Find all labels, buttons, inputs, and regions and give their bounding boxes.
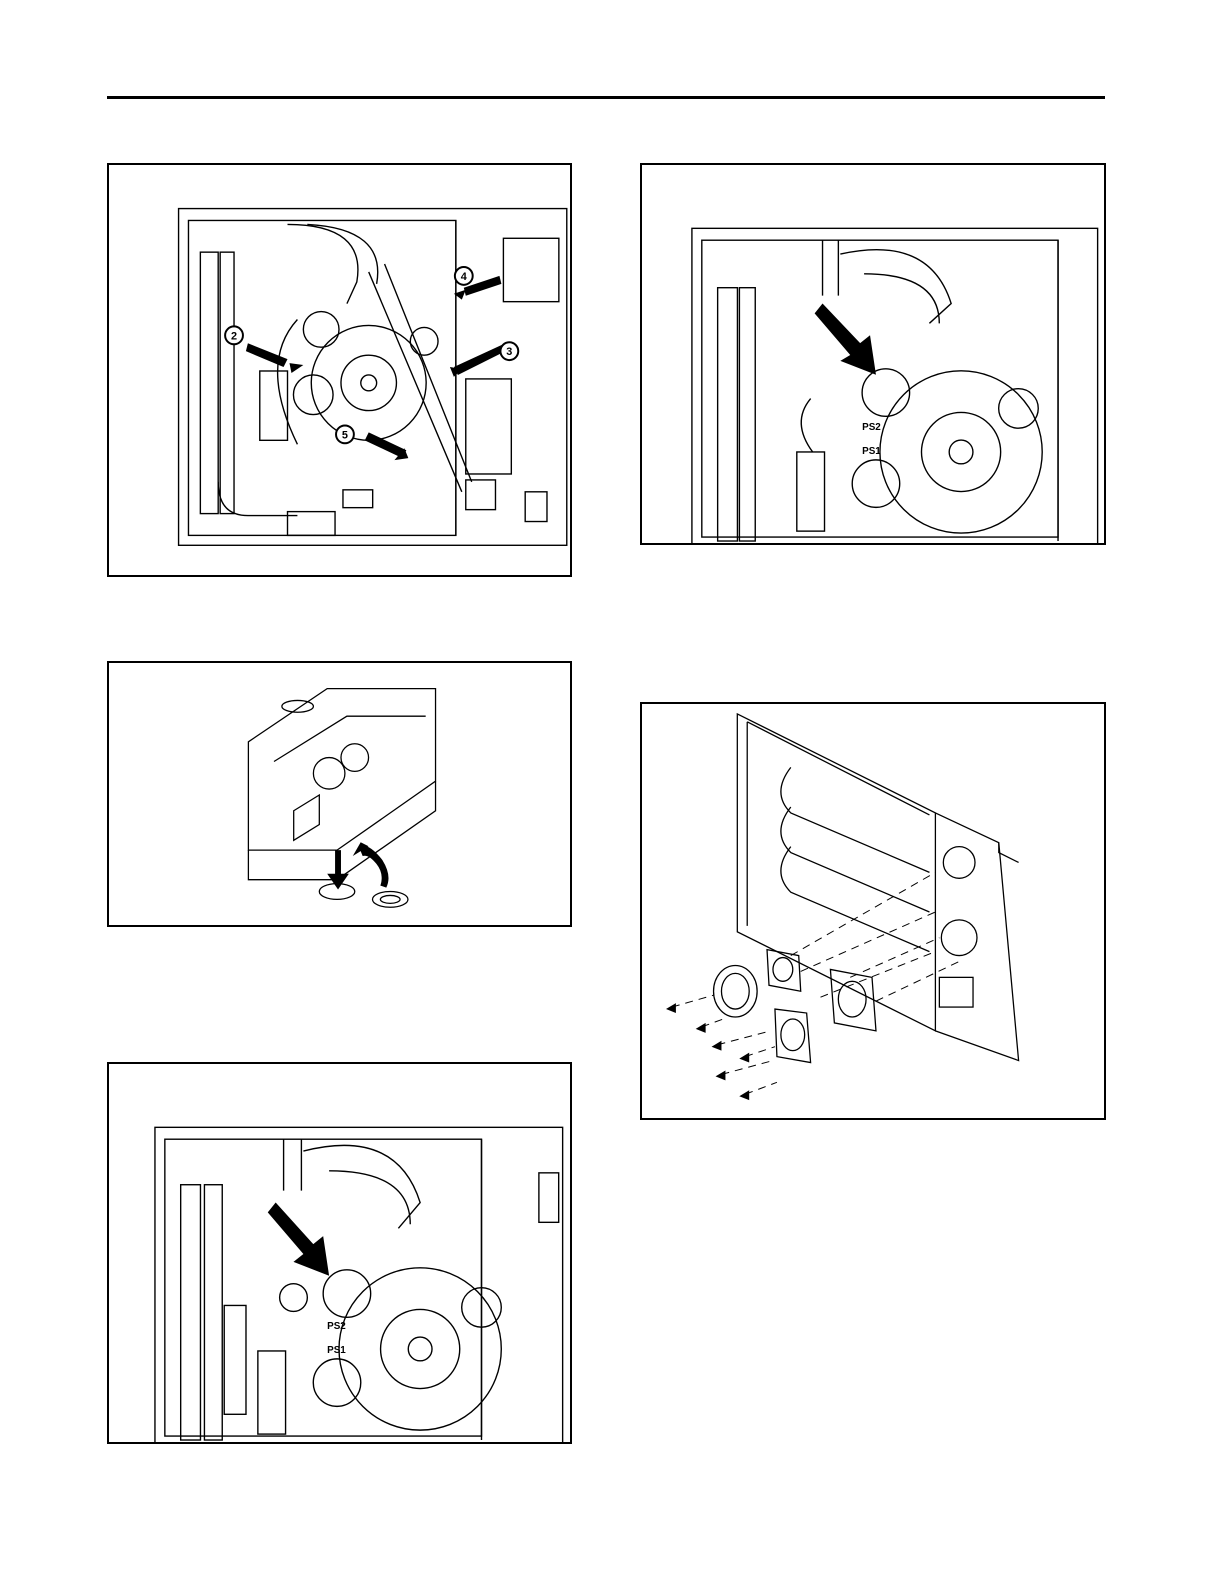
- figure-furnace-callouts: 2 3 4 5: [107, 163, 572, 577]
- ps1-label-left: PS1: [327, 1345, 346, 1356]
- figure-vent-exploded: [640, 702, 1106, 1120]
- pressure-switch-left-drawing: PS2 PS1: [109, 1064, 570, 1442]
- grommet-install-drawing: [109, 663, 570, 925]
- callout-3: 3: [500, 342, 518, 360]
- pressure-switch-right-drawing: PS2 PS1: [642, 165, 1104, 543]
- figure-pressure-switch-right: PS2 PS1: [640, 163, 1106, 545]
- figure-grommet-install: [107, 661, 572, 927]
- vent-exploded-drawing: [642, 704, 1104, 1118]
- header-rule: [107, 96, 1105, 99]
- furnace-callouts-drawing: 2 3 4 5: [109, 165, 570, 575]
- svg-text:3: 3: [506, 346, 512, 358]
- callout-2: 2: [225, 326, 243, 344]
- callout-5: 5: [336, 425, 354, 443]
- ps2-label: PS2: [862, 422, 881, 433]
- callout-4: 4: [455, 267, 473, 285]
- ps1-label: PS1: [862, 446, 881, 457]
- figure-pressure-switch-left: PS2 PS1: [107, 1062, 572, 1444]
- svg-text:4: 4: [461, 271, 467, 283]
- svg-text:5: 5: [342, 429, 348, 441]
- ps2-label-left: PS2: [327, 1321, 346, 1332]
- svg-text:2: 2: [231, 330, 237, 342]
